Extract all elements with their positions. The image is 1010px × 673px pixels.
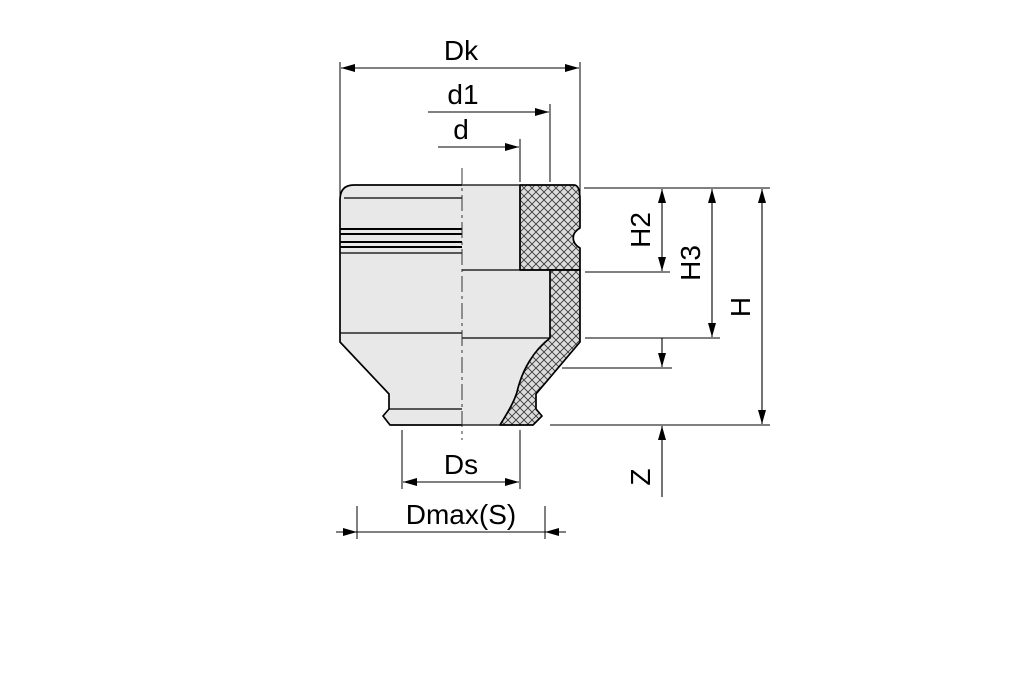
section-hatch-insert [519,184,581,271]
dimension-dk: Dk [339,35,581,196]
dimension-ds: Ds [401,430,521,489]
dim-label-dk: Dk [444,35,479,66]
cavity-area [462,338,550,425]
dimension-h3: H3 [585,189,720,339]
cup-section [462,184,581,426]
dim-label-h2: H2 [625,212,656,248]
dim-label-dmax: Dmax(S) [406,499,516,530]
cup-body-outline [339,184,462,426]
counterbore-area [462,270,550,338]
dim-label-h3: H3 [675,245,706,281]
dimension-h2: H2 [585,189,670,273]
dimension-d: d [438,114,521,182]
dim-label-d: d [453,114,469,145]
dimension-d1: d1 [428,79,551,182]
dimension-z: Z [562,338,672,497]
dim-label-d1: d1 [447,79,478,110]
dimension-dmax: Dmax(S) [336,499,566,539]
dim-label-ds: Ds [444,449,478,480]
bore-hole-area [462,185,520,270]
cup-left-view [339,184,462,426]
dim-label-z: Z [625,468,656,485]
section-edges [462,184,580,426]
section-hatch-body [499,269,581,426]
dim-label-h: H [725,297,756,317]
dimension-h: H [550,189,770,426]
cup-body-fill [340,185,462,425]
cup-surface-lines [340,197,462,410]
